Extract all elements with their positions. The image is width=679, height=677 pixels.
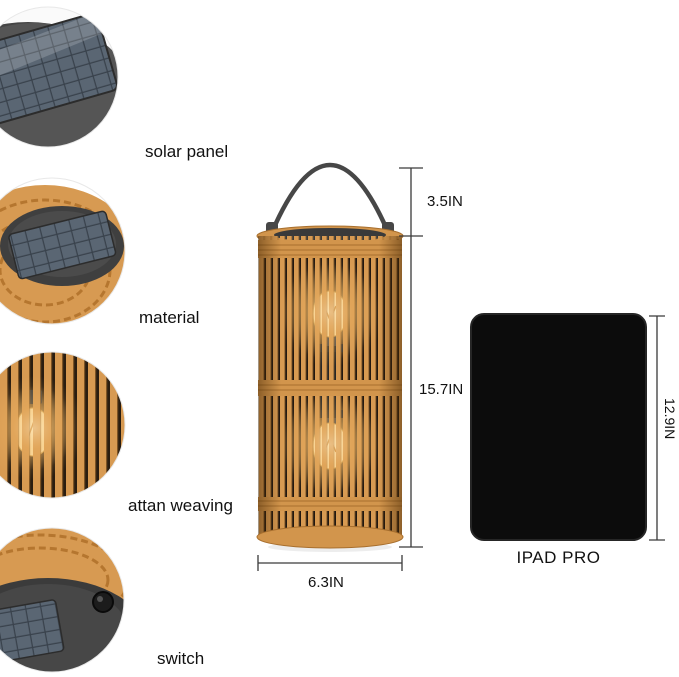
ipad-label: IPAD PRO bbox=[516, 548, 601, 567]
callout-circle-1 bbox=[0, 6, 119, 148]
callout-photo-rattan-weaving bbox=[0, 352, 125, 498]
solar-panel-grid bbox=[0, 12, 118, 135]
dim-body-height: 15.7IN bbox=[419, 381, 464, 398]
callout-circle-3 bbox=[0, 351, 126, 499]
callout-label-rattan-weaving: attan weaving bbox=[128, 496, 233, 515]
callout-photo-solar-panel bbox=[0, 7, 118, 147]
dimension-line-ipad bbox=[649, 315, 665, 541]
dim-width: 6.3IN bbox=[308, 574, 344, 591]
ipad-shape bbox=[470, 313, 647, 541]
callout-label-solar-panel: solar panel bbox=[145, 142, 229, 161]
callout-circle-4 bbox=[0, 527, 125, 673]
dim-handle-height: 3.5IN bbox=[427, 193, 463, 210]
dim-ipad-height: 12.9IN bbox=[662, 398, 678, 440]
dimension-line-width bbox=[257, 555, 403, 571]
callout-photo-switch bbox=[0, 528, 124, 672]
switch-knob bbox=[92, 591, 114, 613]
callout-circle-2 bbox=[0, 177, 126, 325]
callout-label-material: material bbox=[139, 308, 200, 327]
dimension-lines bbox=[257, 167, 665, 571]
lantern-handle bbox=[269, 162, 391, 235]
lantern-illustration bbox=[256, 162, 404, 552]
dimension-line-height bbox=[399, 167, 423, 548]
callout-label-switch: switch bbox=[157, 649, 205, 668]
